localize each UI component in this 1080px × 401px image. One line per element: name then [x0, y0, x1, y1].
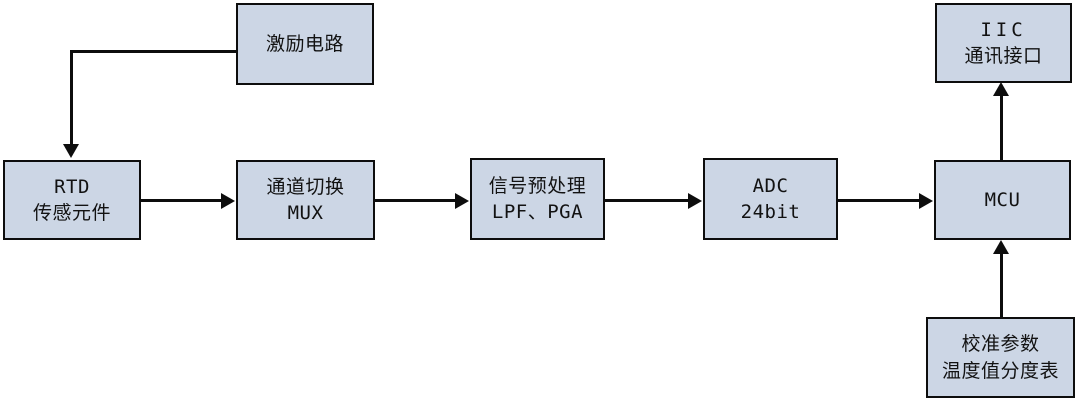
node-calibration-parameters-line-2: 温度值分度表 [941, 359, 1059, 382]
edge-calibration-to-mcu-line [1000, 252, 1003, 318]
node-excitation-circuit[interactable]: 激励电路 [236, 3, 374, 85]
node-signal-preprocessing[interactable]: 信号预处理 LPF、PGA [470, 158, 605, 240]
node-iic-interface-line-1: IIC [980, 18, 1027, 41]
node-adc[interactable]: ADC 24bit [703, 158, 838, 240]
node-signal-preprocessing-line-2: LPF、PGA [491, 201, 584, 223]
node-channel-mux-line-2: MUX [287, 202, 324, 224]
node-mcu[interactable]: MCU [934, 160, 1071, 240]
edge-excitation-to-rtd-vertical [70, 50, 73, 146]
edge-calibration-to-mcu-arrowhead [993, 240, 1009, 254]
edge-mux-to-preprocess-line [375, 199, 456, 202]
node-excitation-circuit-line-1: 激励电路 [265, 32, 344, 55]
node-calibration-parameters[interactable]: 校准参数 温度值分度表 [926, 317, 1075, 398]
edge-rtd-to-mux-arrowhead [221, 193, 235, 209]
node-signal-preprocessing-line-1: 信号预处理 [488, 174, 587, 197]
edge-rtd-to-mux-line [141, 199, 223, 202]
edge-adc-to-mcu-arrowhead [919, 193, 933, 209]
edge-adc-to-mcu-line [838, 199, 920, 202]
edge-excitation-to-rtd-horizontal [70, 50, 238, 53]
node-channel-mux-line-1: 通道切换 [266, 175, 345, 198]
node-calibration-parameters-line-1: 校准参数 [961, 333, 1040, 356]
node-adc-line-1: ADC [752, 174, 789, 197]
node-channel-mux[interactable]: 通道切换 MUX [236, 160, 375, 240]
node-adc-line-2: 24bit [740, 201, 801, 223]
edge-mcu-to-iic-line [1000, 94, 1003, 160]
edge-mcu-to-iic-arrowhead [993, 82, 1009, 96]
node-mcu-line-1: MCU [984, 188, 1021, 211]
node-rtd-sensor[interactable]: RTD 传感元件 [3, 160, 141, 240]
node-iic-interface[interactable]: IIC 通讯接口 [935, 3, 1072, 83]
edge-mux-to-preprocess-arrowhead [455, 193, 469, 209]
edge-excitation-to-rtd-arrowhead [63, 144, 79, 158]
edge-preprocess-to-adc-line [605, 199, 689, 202]
node-iic-interface-line-2: 通讯接口 [964, 45, 1043, 67]
node-rtd-sensor-line-2: 传感元件 [32, 202, 111, 224]
edge-preprocess-to-adc-arrowhead [688, 193, 702, 209]
node-rtd-sensor-line-1: RTD [54, 175, 90, 198]
